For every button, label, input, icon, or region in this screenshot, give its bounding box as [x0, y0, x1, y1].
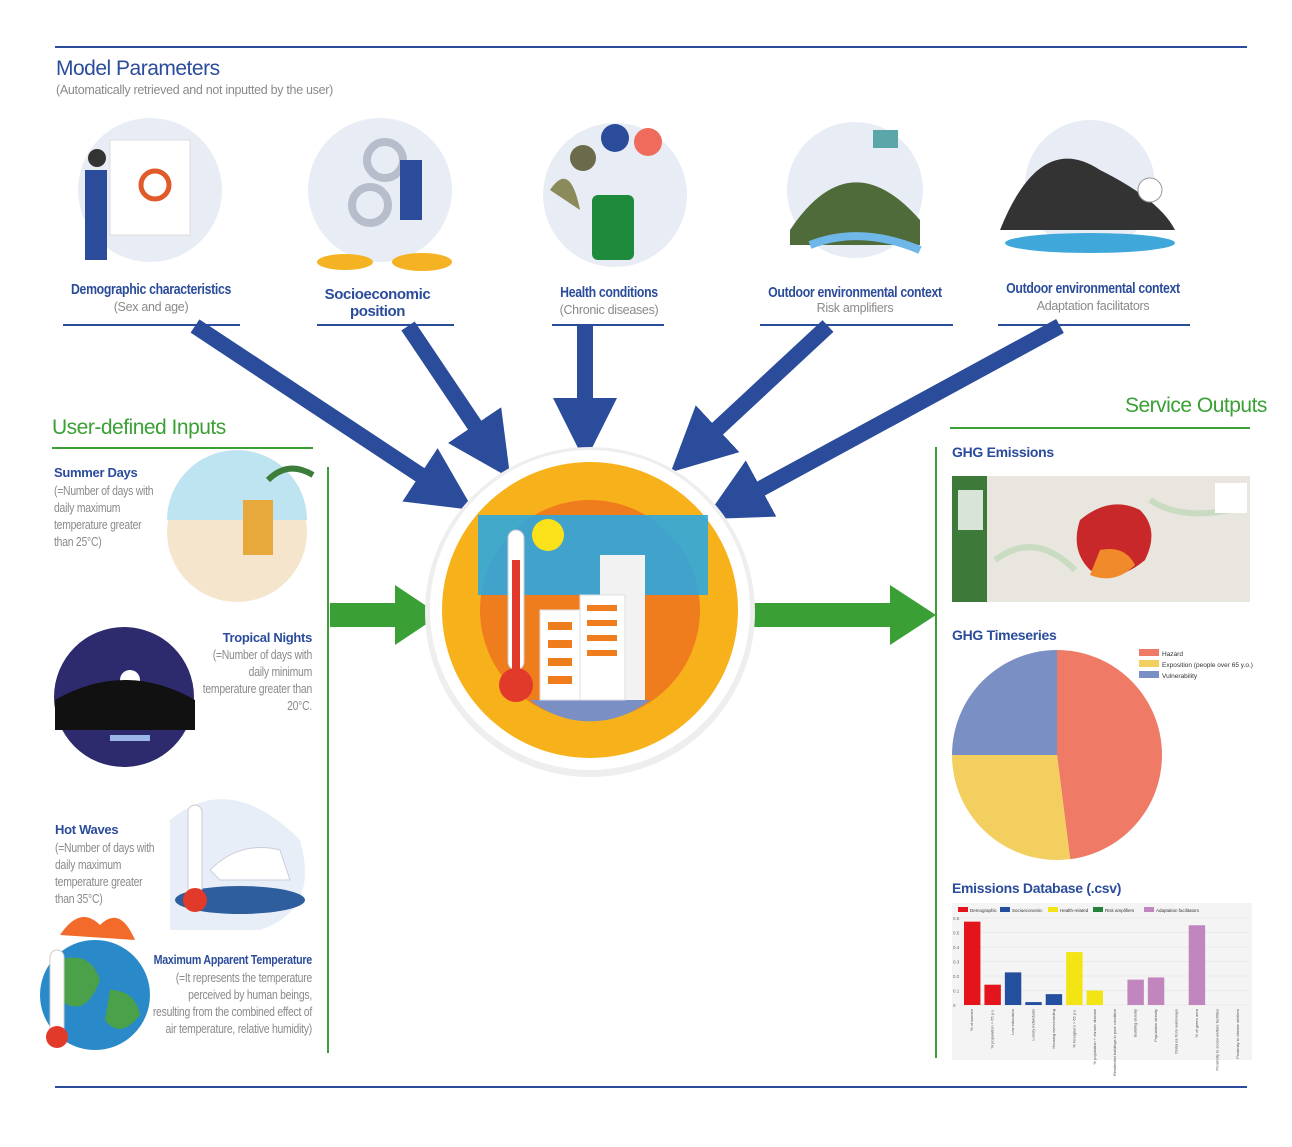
pie-legend-label: Hazard: [1162, 651, 1183, 658]
param-socioeconomic-label: Socioeconomic position: [324, 286, 431, 320]
outputs-title: Service Outputs: [1125, 394, 1267, 417]
input-hot-waves-desc: (=Number of days with daily maximum temp…: [55, 840, 155, 906]
pie-legend-swatch: [1139, 671, 1159, 678]
bar-legend-swatch: [958, 907, 968, 912]
emissions-bar-chart: 0 0.1 0.2 0.3 0.4 0.5 0.6 Demographic Socioecono…: [952, 903, 1252, 1076]
model-parameters-subtitle: (Automatically retrieved and not inputte…: [56, 83, 334, 97]
x-tick-label: Low education: [1010, 1009, 1015, 1035]
socioeconomic-illustration: [308, 118, 452, 271]
param-adaptation-label: Outdoor environmental context: [1006, 280, 1180, 297]
bar-legend-label: Health-related: [1060, 908, 1089, 913]
bar: [984, 984, 1001, 1005]
bar-legend-swatch: [1000, 907, 1010, 912]
bar: [1147, 977, 1165, 1005]
param-demographic-label: Demographic characteristics: [70, 281, 232, 298]
input-summer-days-label: Summer Days: [54, 465, 138, 480]
bar: [1086, 990, 1103, 1005]
param-demographic-sub: (Sex and age): [113, 300, 189, 314]
bar: [1127, 979, 1144, 1005]
x-tick-label: Residential buildings in poor condition: [1112, 1009, 1117, 1076]
bar-legend-swatch: [1048, 907, 1058, 912]
param-health-sub: (Chronic diseases): [559, 303, 659, 317]
bar: [1045, 994, 1063, 1005]
bar-legend-label: Adaptation facilitators: [1156, 908, 1200, 913]
x-tick-label: Population density: [1153, 1009, 1158, 1042]
y-tick-label: 0.2: [953, 974, 960, 979]
x-tick-label: Housing overcrowding: [1051, 1009, 1056, 1049]
tropical-nights-illustration: [54, 627, 195, 767]
input-tropical-nights-label: Tropical Nights: [222, 630, 313, 645]
x-tick-label: % of green area: [1194, 1008, 1199, 1037]
y-tick-label: 0.1: [953, 989, 960, 994]
pie-slice-1: [952, 755, 1071, 860]
health-illustration: [543, 123, 687, 267]
bar-legend-label: Demographic: [970, 908, 998, 913]
x-tick-label: Proximity to climate shelters: [1235, 1009, 1240, 1059]
input-max-apparent-temp-desc: (=It represents the temperature perceive…: [152, 970, 312, 1036]
x-tick-label: % population + chronic disease: [1092, 1008, 1097, 1064]
inputs-title: User-defined Inputs: [52, 416, 226, 439]
y-tick-label: 0.3: [953, 960, 960, 965]
y-tick-label: 0.6: [953, 916, 960, 921]
output-ghg-emissions-label: GHG Emissions: [952, 444, 1054, 460]
parameter-arrows: [190, 318, 1064, 520]
model-parameters-title: Model Parameters: [56, 57, 220, 80]
pie-legend-label: Vulnerability: [1162, 673, 1198, 680]
bar-legend-swatch: [1093, 907, 1103, 912]
bar-legend-swatch: [1144, 907, 1154, 912]
bar: [1004, 972, 1022, 1005]
input-max-apparent-temp-label: Maximum Apparent Temperature: [153, 952, 313, 967]
input-tropical-nights-desc: (=Number of days with daily minimum temp…: [202, 647, 313, 713]
output-ghg-timeseries-label: GHG Timeseries: [952, 627, 1057, 643]
bar: [964, 921, 981, 1005]
pie-slice-2: [952, 650, 1057, 755]
param-health-label: Health conditions: [560, 284, 658, 301]
bar-chart-background: [952, 903, 1252, 1060]
summer-days-illustration: [167, 450, 315, 602]
ghg-emissions-map: [952, 465, 1250, 602]
heat-risk-model-icon: [425, 447, 755, 777]
input-summer-days-desc: (=Number of days with daily maximum temp…: [54, 483, 154, 549]
x-tick-label: % population > 65 y.o.: [990, 1009, 995, 1048]
demographic-illustration: [78, 118, 222, 262]
y-tick-label: 0: [953, 1003, 956, 1008]
pie-legend-swatch: [1139, 649, 1159, 656]
y-tick-label: 0.5: [953, 931, 960, 936]
param-risk-label: Outdoor environmental context: [768, 284, 942, 301]
hot-waves-illustration: [170, 799, 305, 930]
bar-legend-label: Risk amplifiers: [1105, 908, 1135, 913]
output-emissions-db-label: Emissions Database (.csv): [952, 880, 1122, 896]
pie-legend-swatch: [1139, 660, 1159, 667]
x-tick-label: Building density: [1133, 1009, 1138, 1037]
pie-slice-0: [1057, 650, 1163, 860]
param-risk-sub: Risk amplifiers: [816, 301, 894, 315]
max-apparent-temp-illustration: [40, 917, 150, 1050]
x-tick-label: Distance from waterways: [1174, 1009, 1179, 1054]
pie-legend-label: Exposition (people over 65 y.o.): [1162, 662, 1253, 669]
bar: [1066, 952, 1083, 1005]
risk-amplifiers-illustration: [787, 122, 923, 258]
bar: [1188, 925, 1206, 1005]
x-tick-label: % foreigners > 65 y.o.: [1071, 1009, 1076, 1048]
y-tick-label: 0.4: [953, 945, 960, 950]
input-hot-waves-label: Hot Waves: [55, 822, 119, 837]
bar: [1025, 1002, 1042, 1005]
x-tick-label: Proximity to social welfare facilities: [1214, 1009, 1219, 1071]
param-adaptation-sub: Adaptation facilitators: [1036, 299, 1150, 313]
x-tick-label: % of women: [969, 1009, 974, 1031]
adaptation-illustration: [1000, 120, 1175, 253]
input-output-arrows: [330, 585, 936, 645]
x-tick-label: Lonely individuals: [1031, 1009, 1036, 1041]
bar-legend-label: Socioeconomic: [1012, 908, 1043, 913]
